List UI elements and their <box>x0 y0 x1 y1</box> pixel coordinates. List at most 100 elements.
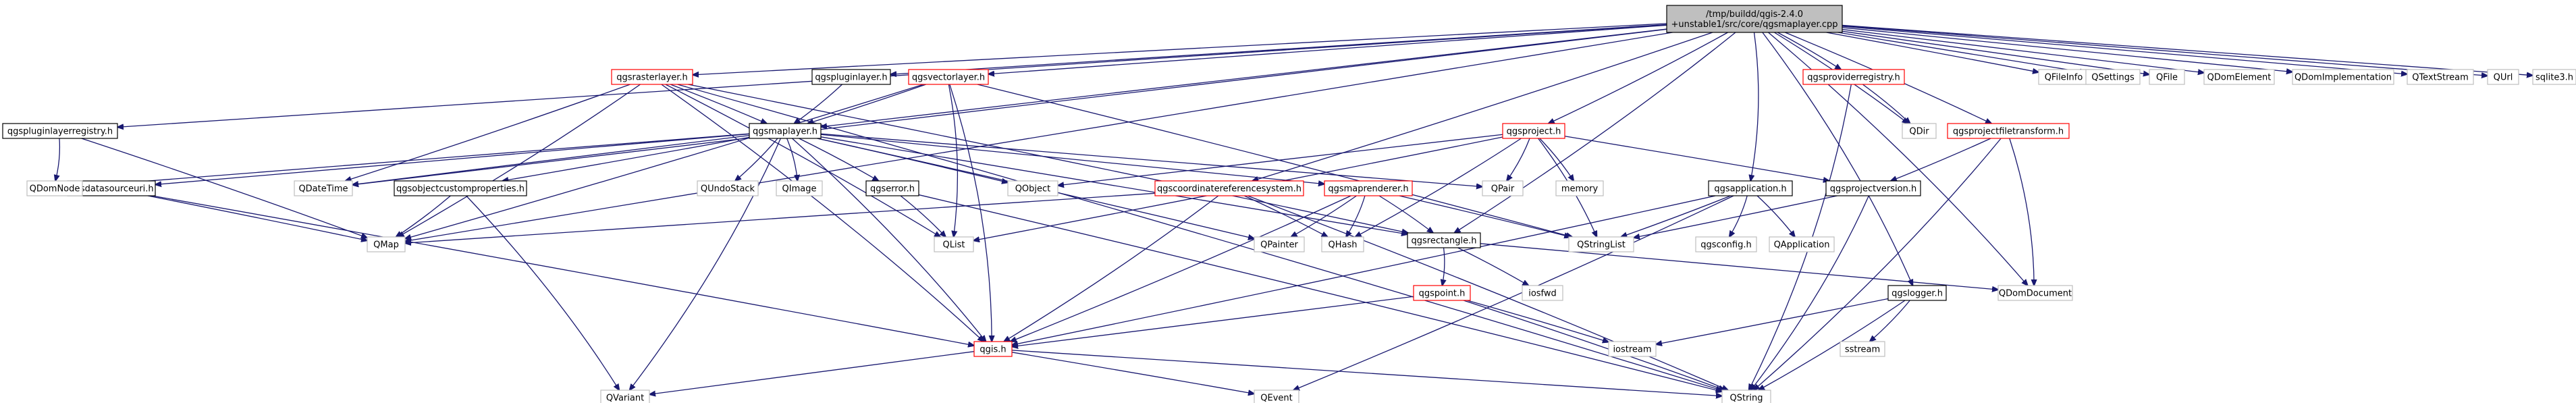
node-box <box>2487 69 2519 85</box>
node-box <box>1154 180 1304 196</box>
edge-qgis-to-QString <box>1011 350 1722 396</box>
node-box <box>2 123 118 139</box>
edge-qgsmaplayer-to-QImage <box>786 138 798 181</box>
node-qgsmaprenderer[interactable]: qgsmaprenderer.h <box>1324 180 1413 196</box>
node-box <box>1482 180 1524 196</box>
node-label: QFile <box>2156 73 2178 83</box>
node-label: qgsprojectversion.h <box>1830 184 1916 194</box>
edge-qgspoint-to-qgis <box>1012 296 1414 346</box>
edge-qgsproviderregistry-to-QDir <box>1862 84 1910 124</box>
edge-qgsmaplayer-to-qgsobjectcustomproperties <box>502 136 750 181</box>
node-QFile: QFile <box>2149 69 2185 85</box>
node-label: QUrl <box>2494 73 2513 83</box>
node-QStringList: QStringList <box>1568 236 1634 252</box>
node-qgsobjectcustomproperties[interactable]: qgsobjectcustomproperties.h <box>394 180 527 196</box>
edge-root-to-qgsproject <box>1549 32 1728 124</box>
edge-qgsmaprenderer-to-QPainter <box>1291 195 1357 237</box>
edge-qgsproject-to-qgsprojectversion <box>1564 136 1829 181</box>
edge-qgscoordinatereferencesystem-to-QString <box>1247 195 1728 390</box>
edge-qgsmaplayer-to-qgserror <box>799 138 879 181</box>
node-QFileInfo: QFileInfo <box>2038 69 2089 85</box>
node-label: QDomImplementation <box>2295 73 2392 83</box>
node-qgspluginlayer[interactable]: qgspluginlayer.h <box>811 69 891 85</box>
node-label: qgspluginlayer.h <box>815 73 887 83</box>
node-qgis[interactable]: qgis.h <box>973 341 1013 357</box>
node-label: QObject <box>1015 184 1051 194</box>
node-box <box>1413 285 1471 301</box>
node-iosfwd: iosfwd <box>1522 285 1563 301</box>
edge-qgsrasterlayer-to-QDateTime <box>345 84 630 181</box>
edge-root-to-QUrl <box>1842 25 2488 76</box>
node-label: QVariant <box>606 394 644 403</box>
node-qgspluginlayerregistry[interactable]: qgspluginlayerregistry.h <box>2 123 118 139</box>
edge-qgsmaprenderer-to-qgsrectangle <box>1378 195 1433 233</box>
node-box <box>776 180 823 196</box>
node-label: QHash <box>1329 240 1358 250</box>
node-box <box>2085 69 2141 85</box>
node-label: qgsmaplayer.h <box>753 127 817 137</box>
node-label: +unstable1/src/core/qgsmaplayer.cpp <box>1671 20 1838 30</box>
node-qgsvectorlayer[interactable]: qgsvectorlayer.h <box>908 69 989 85</box>
node-box <box>934 236 974 252</box>
node-label: qgsconfig.h <box>1700 240 1751 250</box>
node-qgsprojectfiletransform[interactable]: qgsprojectfiletransform.h <box>1947 123 2070 139</box>
node-label: qgsrasterlayer.h <box>616 73 688 83</box>
edge-qgis-to-QVariant <box>649 351 975 395</box>
node-label: qgsrectangle.h <box>1411 236 1476 246</box>
edge-qgsrasterlayer-to-qgsmaplayer <box>670 84 767 124</box>
edge-qgsapplication-to-QEvent <box>1293 195 1734 390</box>
node-qgspoint[interactable]: qgspoint.h <box>1413 285 1471 301</box>
node-root[interactable]: /tmp/buildd/qgis-2.4.0+unstable1/src/cor… <box>1666 5 1843 33</box>
edge-root-to-QDomImplementation <box>1842 27 2292 72</box>
node-box <box>294 180 353 196</box>
node-box <box>2203 69 2275 85</box>
edge-qgslogger-to-iostream <box>1656 298 1889 344</box>
node-label: QDomDocument <box>1999 289 2072 299</box>
node-label: QMap <box>373 240 399 250</box>
edge-qgsdatasourceuri-to-qgis <box>152 195 974 346</box>
edge-qgspoint-to-iostream <box>1467 300 1609 342</box>
edge-qgspluginlayerregistry-to-QMap <box>81 138 367 238</box>
edge-qgsmaplayer-to-QPair <box>820 133 1482 186</box>
edge-qgsrectangle-to-iosfwd <box>1457 247 1529 286</box>
edge-root-to-QDateTime <box>352 28 1667 185</box>
node-qgsproviderregistry[interactable]: qgsproviderregistry.h <box>1802 69 1905 85</box>
node-qgscoordinatereferencesystem[interactable]: qgscoordinatereferencesystem.h <box>1154 180 1304 196</box>
node-qgsproject[interactable]: qgsproject.h <box>1502 123 1565 139</box>
node-label: QDomElement <box>2207 73 2272 83</box>
node-box <box>600 389 650 403</box>
edge-qgsprojectversion-to-QStringList <box>1634 195 1837 238</box>
node-qgsapplication[interactable]: qgsapplication.h <box>1708 180 1793 196</box>
node-label: qgspoint.h <box>1419 289 1466 299</box>
node-label: qgsobjectcustomproperties.h <box>396 184 525 194</box>
node-box <box>811 69 891 85</box>
node-qgsprojectversion[interactable]: qgsprojectversion.h <box>1825 180 1921 196</box>
node-box <box>973 341 1013 357</box>
node-qgsrasterlayer[interactable]: qgsrasterlayer.h <box>611 69 693 85</box>
edge-root-to-QFile <box>1842 30 2149 74</box>
node-QApplication: QApplication <box>1769 236 1835 252</box>
node-label: QList <box>943 240 965 250</box>
node-qgsmaplayer[interactable]: qgsmaplayer.h <box>749 123 822 139</box>
edge-qgsvectorlayer-to-QStringList <box>977 84 1572 237</box>
node-box <box>1666 5 1843 33</box>
node-qgsrectangle[interactable]: qgsrectangle.h <box>1407 232 1481 248</box>
edge-qgsprojectfiletransform-to-QString <box>1754 138 2002 390</box>
node-qgsconfig: qgsconfig.h <box>1695 236 1757 252</box>
node-qgslogger[interactable]: qgslogger.h <box>1887 285 1947 301</box>
edge-qgsmaprenderer-to-QStringList <box>1399 195 1571 237</box>
node-box <box>1769 236 1835 252</box>
edge-root-to-qgsrasterlayer <box>693 23 1667 75</box>
edge-qgspluginlayerregistry-to-QDomNode <box>55 138 61 181</box>
node-QHash: QHash <box>1321 236 1364 252</box>
node-box <box>697 180 759 196</box>
node-label: qgsprojectfiletransform.h <box>1953 127 2064 137</box>
node-label: qgsvectorlayer.h <box>912 73 985 83</box>
edge-qgsdatasourceuri-to-QMap <box>147 195 367 240</box>
node-box <box>1407 232 1481 248</box>
node-box <box>908 69 989 85</box>
node-box <box>611 69 693 85</box>
node-QSettings: QSettings <box>2085 69 2141 85</box>
node-qgserror[interactable]: qgserror.h <box>865 180 919 196</box>
node-box <box>1840 341 1885 357</box>
